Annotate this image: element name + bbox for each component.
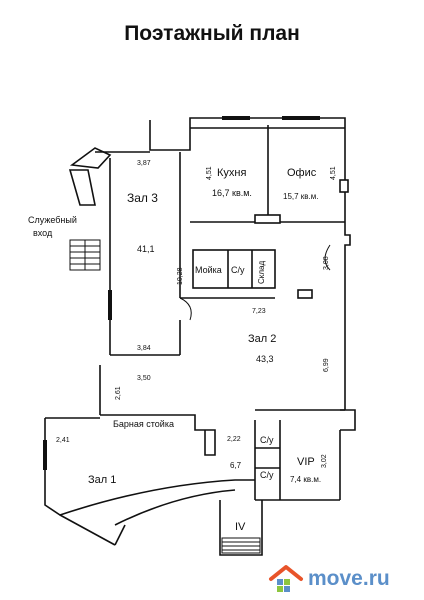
wall-stair — [219, 500, 263, 556]
label-vip-area: 7,4 кв.м. — [290, 475, 321, 484]
label-wc-2: С/у — [260, 435, 274, 445]
label-hall3: Зал 3 — [127, 191, 158, 205]
dim-302: 3,02 — [321, 454, 328, 468]
dim-451-right: 4,51 — [330, 166, 337, 180]
label-hall3-area: 41,1 — [137, 244, 155, 254]
dim-350: 3,50 — [137, 375, 151, 382]
wall-hall1-curve-end — [59, 514, 116, 546]
dim-308: 3,08 — [323, 256, 330, 270]
dim-261: 2,61 — [115, 386, 122, 400]
label-service-1: Служебный — [28, 215, 77, 225]
wall-bar — [100, 414, 216, 456]
label-wc-1: С/у — [231, 265, 245, 275]
label-hall1: Зал 1 — [88, 474, 116, 486]
watermark[interactable]: move.ru — [268, 563, 390, 595]
label-service-2: вход — [33, 228, 53, 238]
label-sink: Мойка — [195, 265, 222, 275]
dim-222: 2,22 — [227, 436, 241, 443]
column-1 — [254, 214, 281, 224]
wall-hall1 — [44, 417, 255, 516]
service-stairs — [69, 239, 101, 271]
wall-hall1-curve-end2 — [114, 524, 126, 546]
label-corridor-area: 6,7 — [230, 461, 242, 470]
dim-699: 6,99 — [323, 358, 330, 372]
label-hall2-area: 43,3 — [256, 354, 274, 364]
column-3 — [297, 289, 313, 299]
wall-top-block — [149, 117, 351, 410]
wall-hall1-curve — [114, 489, 236, 526]
dim-723: 7,23 — [252, 308, 266, 315]
utility-block — [192, 249, 276, 289]
wall-bay-2 — [68, 169, 96, 206]
dim-387: 3,87 — [137, 160, 151, 167]
column-2 — [339, 179, 349, 193]
door-arc-2 — [324, 244, 331, 271]
label-kitchen: Кухня — [217, 167, 246, 179]
stair-iv-steps — [221, 537, 261, 554]
dim-241: 2,41 — [56, 437, 70, 444]
label-stair-iv: IV — [235, 521, 246, 533]
label-office: Офис — [287, 167, 317, 179]
house-icon — [269, 565, 303, 592]
wall-bay — [69, 147, 112, 169]
label-office-area: 15,7 кв.м. — [283, 192, 319, 201]
watermark-text: move.ru — [308, 567, 390, 590]
dim-1028: 10,28 — [177, 267, 184, 285]
label-hall2: Зал 2 — [248, 333, 276, 345]
label-wc-3: С/у — [260, 470, 274, 480]
label-vip: VIP — [297, 456, 315, 468]
label-storage: Склад — [257, 261, 266, 284]
plan-title: Поэтажный план — [124, 22, 300, 45]
dim-384: 3,84 — [137, 345, 151, 352]
label-bar: Барная стойка — [113, 419, 174, 429]
door-arc-1 — [179, 297, 192, 321]
label-kitchen-area: 16,7 кв.м. — [212, 188, 252, 198]
column-4 — [340, 409, 356, 431]
dim-451-left: 4,51 — [206, 166, 213, 180]
